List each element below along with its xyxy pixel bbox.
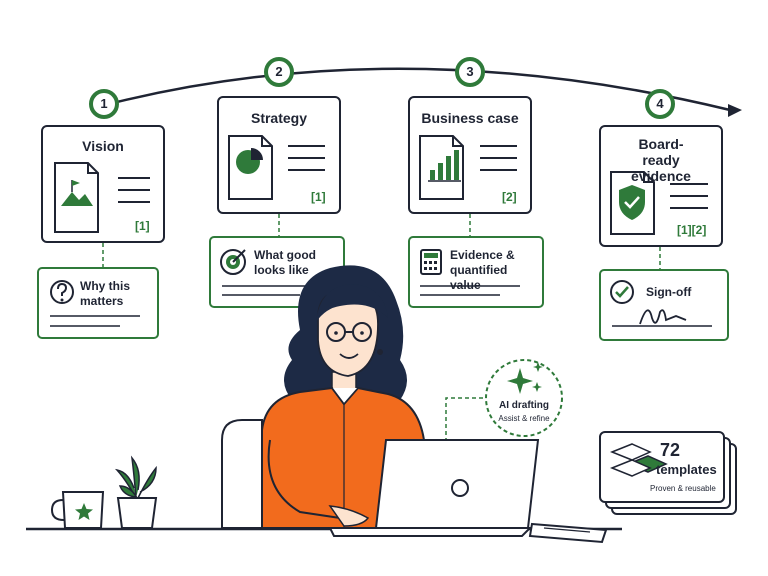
templates-label: templates xyxy=(656,462,717,477)
stage-3-refs: [2] xyxy=(502,190,517,204)
stage-3-marker xyxy=(455,57,485,87)
bar-chart-icon xyxy=(419,135,464,200)
ai-drafting-title: AI drafting xyxy=(499,400,549,411)
stage-1-sub-label: Why this matters xyxy=(80,279,130,308)
office-chair xyxy=(221,419,263,529)
target-icon xyxy=(220,249,246,275)
ai-drafting-subtitle: Assist & refine xyxy=(498,414,550,423)
timeline-arrowhead xyxy=(728,104,742,117)
question-icon xyxy=(50,280,74,304)
stage-4-refs: [1][2] xyxy=(677,223,707,237)
stage-2-number: 2 xyxy=(275,64,283,79)
ai-drafting-bubble xyxy=(485,359,563,437)
stage-4-marker xyxy=(645,89,675,119)
stage-4-sub-label: Sign-off xyxy=(646,285,692,299)
stage-3-title: Business case xyxy=(421,110,519,126)
card-text-lines xyxy=(118,145,708,209)
laptop xyxy=(328,439,540,537)
stage-1-title: Vision xyxy=(82,138,124,154)
stage-4-number: 4 xyxy=(656,96,664,111)
stage-2-title: Strategy xyxy=(250,110,308,126)
mountain-flag-icon xyxy=(54,162,99,233)
potted-plant xyxy=(114,455,158,529)
signature-mark xyxy=(639,309,687,325)
coffee-mug xyxy=(50,491,105,529)
stage-2-marker xyxy=(264,57,294,87)
stage-1-refs: [1] xyxy=(135,219,150,233)
desk-device xyxy=(528,522,608,544)
layers-icon xyxy=(609,443,668,477)
star-icon xyxy=(75,503,93,520)
stage-3-sub-card xyxy=(408,236,544,308)
stage-1-number: 1 xyxy=(100,96,108,111)
check-circle-icon xyxy=(610,280,634,304)
templates-count: 72 xyxy=(660,440,681,460)
sub-card-lines xyxy=(50,285,712,327)
stage-1-marker xyxy=(89,89,119,119)
stage-2-refs: [1] xyxy=(311,190,326,204)
stage-2-sub-label: What good looks like xyxy=(254,248,316,277)
earring xyxy=(377,349,383,355)
shield-check-icon xyxy=(610,171,655,235)
stage-4-title: Board-ready evidence xyxy=(631,136,691,184)
timeline-arc xyxy=(104,67,731,112)
calculator-icon xyxy=(420,249,442,275)
stage-3-number: 3 xyxy=(466,64,474,79)
pie-chart-icon xyxy=(228,135,273,200)
templates-subtitle: Proven & reusable xyxy=(650,484,716,493)
sparkle-icon xyxy=(507,362,543,394)
stage-3-sub-label: Evidence & quantified value xyxy=(450,248,515,292)
